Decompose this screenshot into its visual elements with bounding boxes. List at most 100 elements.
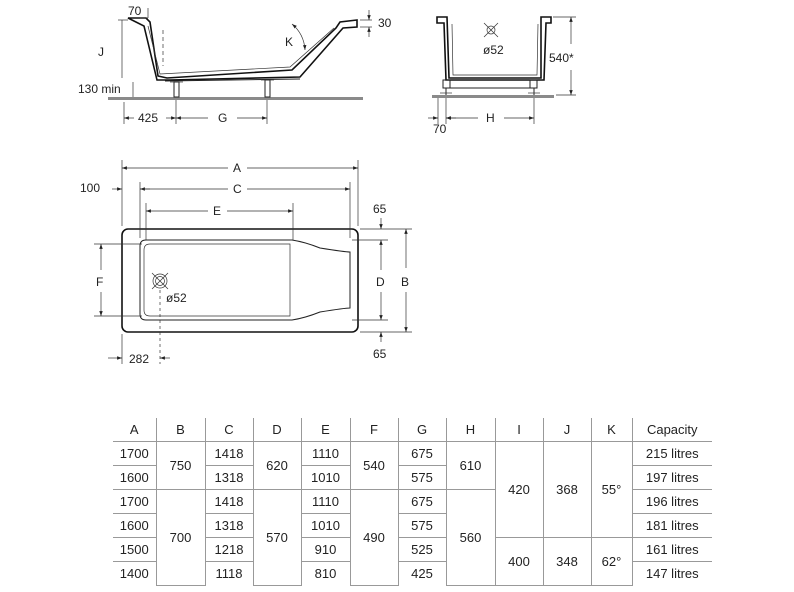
end-floor-line <box>432 95 554 98</box>
cell-g: 575 <box>397 513 447 538</box>
cell-e: 810 <box>300 561 351 585</box>
cell-d: 620 <box>252 441 302 490</box>
plan-outer-rim <box>121 228 359 333</box>
cell-capacity: 197 litres <box>631 465 712 490</box>
cell-c: 1118 <box>204 561 254 585</box>
side-tub-outline <box>127 17 358 81</box>
cell-e: 1010 <box>300 513 351 538</box>
cell-g: 525 <box>397 537 447 562</box>
cell-g: 675 <box>397 441 447 466</box>
cell-b: 750 <box>155 441 206 490</box>
cell-capacity: 161 litres <box>631 537 712 562</box>
cell-c: 1418 <box>204 441 254 466</box>
cell-g: 425 <box>397 561 447 585</box>
cell-a: 1600 <box>113 513 157 538</box>
plan-base <box>143 243 291 317</box>
cell-d: 570 <box>252 489 302 586</box>
plan-rim-bottom-label: 65 <box>373 347 387 361</box>
side-foot-offset-label: 425 <box>138 111 158 125</box>
cell-capacity: 181 litres <box>631 513 712 538</box>
side-rim-height-label: 30 <box>378 16 392 30</box>
cell-capacity: 215 litres <box>631 441 712 466</box>
cell-j: 368 <box>542 441 592 538</box>
cell-g: 575 <box>397 465 447 490</box>
header-e: E <box>300 418 351 442</box>
plan-waste-diameter-label: ø52 <box>166 291 187 305</box>
cell-c: 1318 <box>204 465 254 490</box>
cell-c: 1418 <box>204 489 254 514</box>
end-foot-offset-label: 70 <box>433 122 447 136</box>
table-row: 1400 1118 810 425 147 litres <box>113 561 712 585</box>
cell-e: 1110 <box>300 441 351 466</box>
header-d: D <box>252 418 302 442</box>
end-overall-height-label: 540* <box>549 51 574 65</box>
cell-k: 55° <box>590 441 633 538</box>
header-c: C <box>204 418 254 442</box>
plan-head-offset-label: 100 <box>80 181 100 195</box>
end-tub-outline <box>436 16 552 81</box>
cell-h: 560 <box>445 489 496 586</box>
plan-base-length-symbol: E <box>213 204 221 218</box>
side-angle-arc <box>291 23 307 51</box>
header-h: H <box>445 418 496 442</box>
end-view: ø52 540* 70 H <box>428 16 576 136</box>
plan-inner-width-symbol: D <box>376 275 385 289</box>
header-i: I <box>494 418 544 442</box>
cell-e: 1110 <box>300 489 351 514</box>
header-g: G <box>397 418 447 442</box>
side-feet-height-label: 130 min <box>78 82 121 96</box>
technical-drawing: 70 30 J K 130 min 425 G <box>78 4 576 366</box>
plan-view: ø52 A C E 100 F D <box>80 160 412 366</box>
cell-c: 1318 <box>204 513 254 538</box>
side-tub-inner-line <box>147 25 335 75</box>
plan-inner-length-symbol: C <box>233 182 242 196</box>
plan-overall-length-symbol: A <box>233 161 241 175</box>
plan-waste-symbol <box>151 272 169 290</box>
end-waste-diameter-label: ø52 <box>483 43 504 57</box>
table-header-row: A B C D E F G H I J K Capacity <box>113 418 712 442</box>
plan-waste-offset-label: 282 <box>129 352 149 366</box>
cell-a: 1500 <box>113 537 157 562</box>
cell-capacity: 147 litres <box>631 561 712 585</box>
side-feet <box>170 79 274 98</box>
header-k: K <box>590 418 633 442</box>
header-a: A <box>113 418 157 442</box>
table-row: 1500 1218 910 525 400 348 62° 161 litres <box>113 537 712 586</box>
cell-a: 1600 <box>113 465 157 490</box>
side-feet-spacing-symbol: G <box>218 111 227 125</box>
side-rim-offset-label: 70 <box>128 4 142 18</box>
end-feet-spacing-symbol: H <box>486 111 495 125</box>
floor-line <box>108 97 363 100</box>
cell-c: 1218 <box>204 537 254 562</box>
header-j: J <box>542 418 592 442</box>
plan-base-width-symbol: F <box>96 275 103 289</box>
cell-f: 540 <box>349 441 399 490</box>
cell-e: 910 <box>300 537 351 562</box>
side-view: 70 30 J K 130 min 425 G <box>78 4 392 125</box>
cell-a: 1400 <box>113 561 157 585</box>
side-depth-symbol: J <box>98 45 104 59</box>
plan-rim-top-label: 65 <box>373 202 387 216</box>
side-tub-base-line <box>164 78 301 82</box>
cell-g: 675 <box>397 489 447 514</box>
cell-b: 700 <box>155 489 206 586</box>
cell-a: 1700 <box>113 489 157 514</box>
header-b: B <box>155 418 206 442</box>
cell-i: 400 <box>494 537 544 586</box>
dimensions-table: A B C D E F G H I J K Capacity 1700 750 … <box>113 418 712 586</box>
cell-j: 348 <box>542 537 592 586</box>
table-row: 1700 700 1418 570 1110 490 675 560 196 l… <box>113 489 712 586</box>
cell-i: 420 <box>494 441 544 538</box>
header-capacity: Capacity <box>631 418 712 442</box>
cell-a: 1700 <box>113 441 157 466</box>
cell-capacity: 196 litres <box>631 489 712 514</box>
side-angle-symbol: K <box>285 35 293 49</box>
cell-e: 1010 <box>300 465 351 490</box>
cell-k: 62° <box>590 537 633 586</box>
table-row: 1700 750 1418 620 1110 540 675 610 420 3… <box>113 441 712 538</box>
plan-overall-width-symbol: B <box>401 275 409 289</box>
header-f: F <box>349 418 399 442</box>
end-waste-symbol <box>483 22 499 38</box>
cell-h: 610 <box>445 441 496 490</box>
end-feet <box>440 79 540 95</box>
